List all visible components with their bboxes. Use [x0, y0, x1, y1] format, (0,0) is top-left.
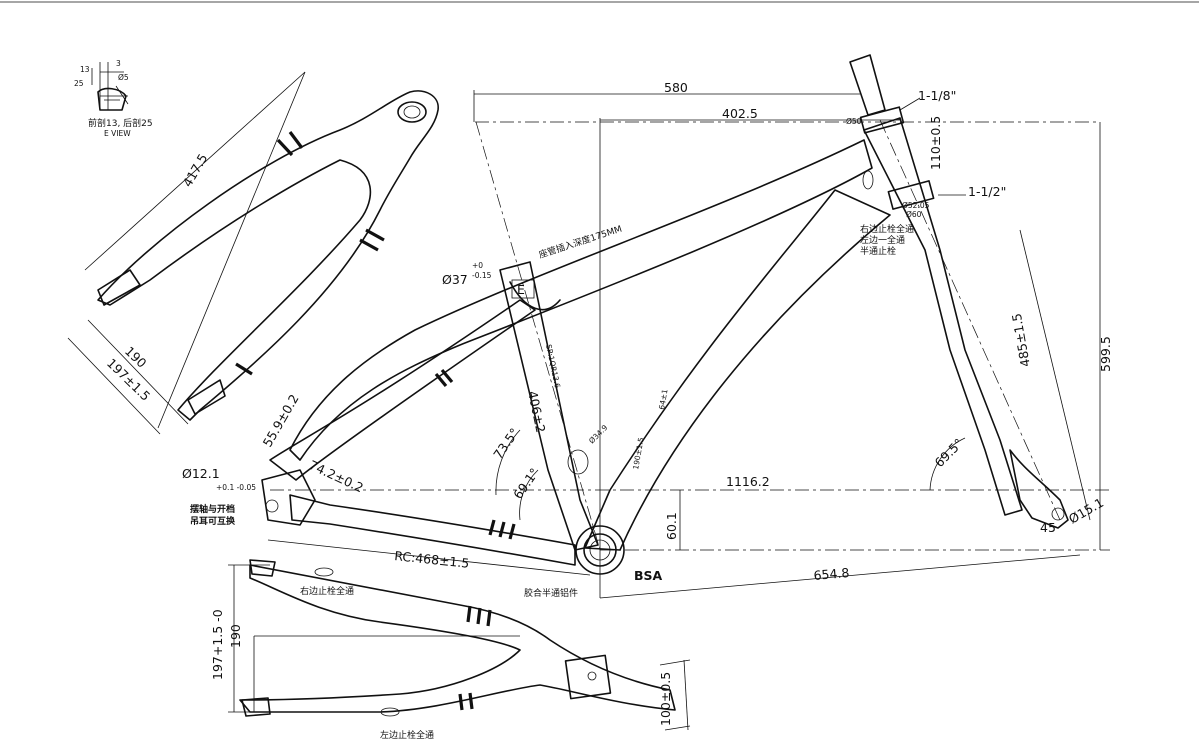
dim-45: 45 — [1040, 520, 1056, 535]
dim-reach-402: 402.5 — [722, 106, 758, 121]
dim-front-center: 654.8 — [813, 565, 850, 583]
left-stop-label: 左边止栓全通 — [380, 729, 434, 741]
rear-dim-197: 197+1.5 -0 — [210, 609, 225, 680]
seat-angle: 73.5° — [490, 425, 522, 462]
dim-cable-dia: Ø34.9 — [587, 423, 610, 446]
dropout-note-2: 吊耳可互换 — [190, 515, 236, 527]
dim-seattube-tol-bot: -0.15 — [472, 271, 492, 280]
head-note-3: 半通止栓 — [860, 245, 896, 257]
stay-length-top: 417.5 — [180, 151, 211, 190]
dim-chainstay: RC:468±1.5 — [394, 548, 470, 571]
dim-seattube-length: 406±2 — [525, 390, 548, 434]
head-angle: 69.5° — [932, 435, 967, 470]
dim-downtube-length: 485±1.5 — [1009, 312, 1033, 368]
main-frame — [261, 54, 1069, 575]
dim-reach-580: 580 — [664, 80, 688, 95]
dim-seattube-tol-top: +0 — [472, 261, 483, 270]
seat-angle-2: 69.1° — [510, 465, 542, 502]
rear-dim-100: 100±0.5 — [658, 672, 673, 726]
dim-stack: 599.5 — [1098, 336, 1113, 372]
e-view-dim-a: 13 — [80, 65, 90, 74]
e-mark: E — [517, 282, 525, 297]
dim-64: 64±1 — [657, 388, 669, 410]
bb-note: 胶合半通铝件 — [524, 587, 578, 599]
dim-74-2: 74.2±0.2 — [307, 457, 366, 495]
dim-seattube-dia: Ø37 — [442, 272, 468, 287]
head-note-1: 右边止栓全通 — [860, 223, 914, 235]
dropout-note-1: 摆轴与开档 — [190, 503, 235, 515]
e-view-dim-d: Ø5 — [118, 73, 129, 82]
annotations: 580 402.5 1-1/8" 1-1/2" 110±0.5 599.5 48… — [182, 80, 1113, 741]
dim-headtube-length: 110±0.5 — [928, 116, 943, 170]
e-view-caption: 前剖13, 后剖25 — [88, 117, 153, 129]
dim-headtube-bot-dia2: Ø60 — [906, 210, 922, 219]
e-view-title: E VIEW — [104, 129, 131, 138]
dim-dropout-tol: +0.1 -0.05 — [216, 483, 256, 492]
right-stop-label: 右边止栓全通 — [300, 585, 354, 597]
dim-wheelbase: 1116.2 — [726, 474, 770, 489]
dim-dropout-dia: Ø12.1 — [182, 466, 220, 481]
seatpost-spec: 座管插入深度175MM — [537, 223, 623, 261]
head-note-2: 左边一全通 — [860, 234, 905, 246]
e-view-dim-c: 3 — [116, 59, 121, 68]
dim-headtube-bot-dia: Ø52.05 — [902, 201, 930, 210]
e-view-dim-b: 25 — [74, 79, 84, 88]
dim-bb-drop: 60.1 — [664, 512, 679, 540]
dimension-lines — [267, 90, 1110, 599]
dim-headtube-1-1-8: 1-1/8" — [918, 88, 956, 103]
dim-headtube-1-1-2: 1-1/2" — [968, 184, 1006, 199]
dim-headtube-top-dia: Ø50 — [846, 117, 862, 126]
e-view-detail: 13 25 3 Ø5 前剖13, 后剖25 E VIEW — [74, 59, 153, 138]
rear-dim-190: 190 — [228, 624, 243, 648]
bsa-label: BSA — [634, 568, 663, 583]
rear-stay-detail — [228, 559, 691, 731]
dim-190-small: 190±1.5 — [631, 437, 646, 471]
